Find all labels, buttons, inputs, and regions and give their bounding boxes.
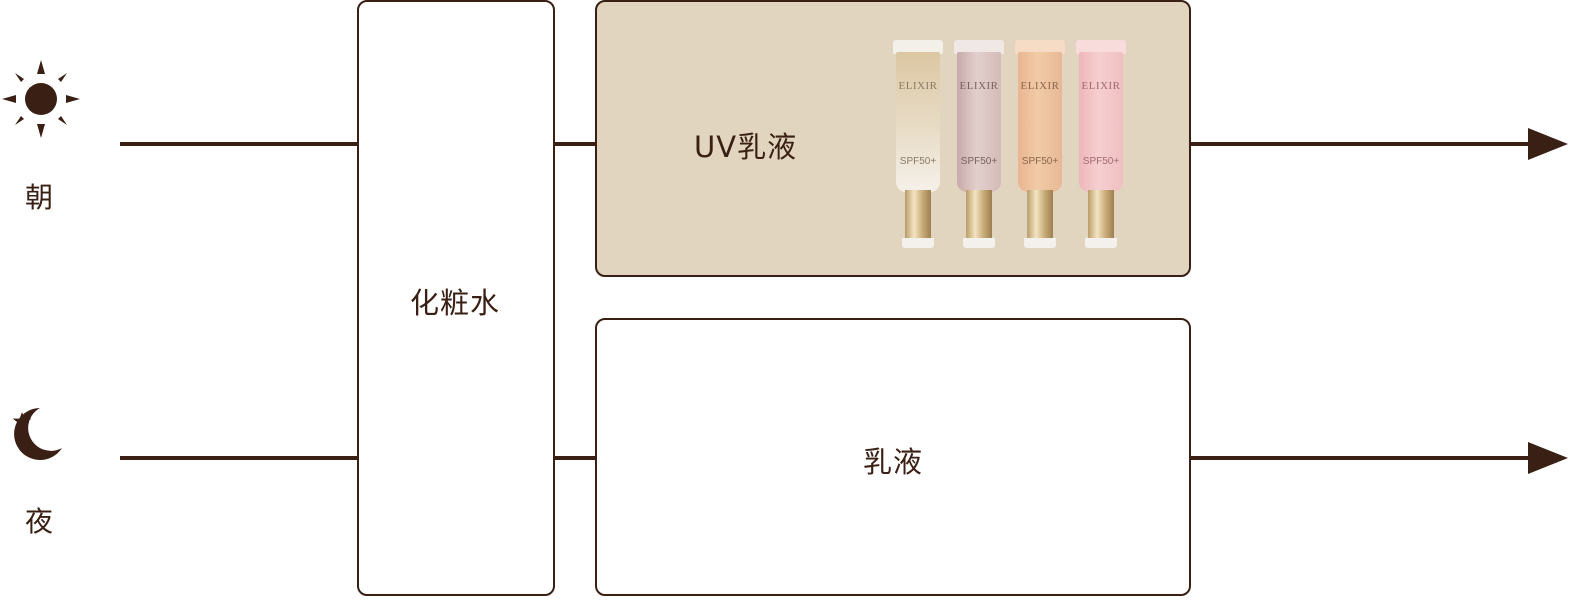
tube-cap [954,40,1004,54]
product-tube: ELIXIR SPF50+ [893,40,943,250]
night-flow-line-right [1190,456,1530,460]
tube-spf: SPF50+ [960,156,998,167]
uv-emulsion-box: UV乳液 ELIXIR SPF50+ ELIXIR SPF50+ ELIXIR … [595,0,1191,277]
product-tube: ELIXIR SPF50+ [1015,40,1065,250]
tube-body [957,52,1001,192]
night-flow-line-left [120,456,360,460]
tube-spf: SPF50+ [1021,156,1059,167]
tube-base [1085,238,1117,248]
moon-star-icon [12,408,62,460]
tube-collar [1088,190,1114,240]
tube-brand: ELIXIR [959,80,999,92]
product-tube: ELIXIR SPF50+ [1076,40,1126,250]
tube-brand: ELIXIR [1081,80,1121,92]
uv-emulsion-label: UV乳液 [694,130,798,164]
morning-label: 朝 [25,181,54,214]
emulsion-box: 乳液 [595,318,1191,596]
tube-base [1024,238,1056,248]
tube-body [1018,52,1062,192]
tube-collar [966,190,992,240]
night-arrowhead [1528,442,1568,474]
morning-flow-line-middle [555,142,597,146]
tube-cap [1015,40,1065,54]
tube-collar [905,190,931,240]
tube-base [963,238,995,248]
product-tube: ELIXIR SPF50+ [954,40,1004,250]
tube-brand: ELIXIR [898,80,938,92]
night-label: 夜 [25,505,54,538]
tube-body [1079,52,1123,192]
tube-brand: ELIXIR [1020,80,1060,92]
night-flow-line-middle [555,456,597,460]
tube-cap [1076,40,1126,54]
toner-box: 化粧水 [357,0,555,596]
toner-label: 化粧水 [410,286,501,320]
tube-base [902,238,934,248]
tube-body [896,52,940,192]
emulsion-label: 乳液 [863,445,924,479]
tube-spf: SPF50+ [899,156,937,167]
morning-flow-line-right [1190,142,1530,146]
morning-flow-line-left [120,142,360,146]
morning-arrowhead [1528,128,1568,160]
tube-cap [893,40,943,54]
sun-icon [2,60,80,138]
tube-collar [1027,190,1053,240]
tube-spf: SPF50+ [1082,156,1120,167]
